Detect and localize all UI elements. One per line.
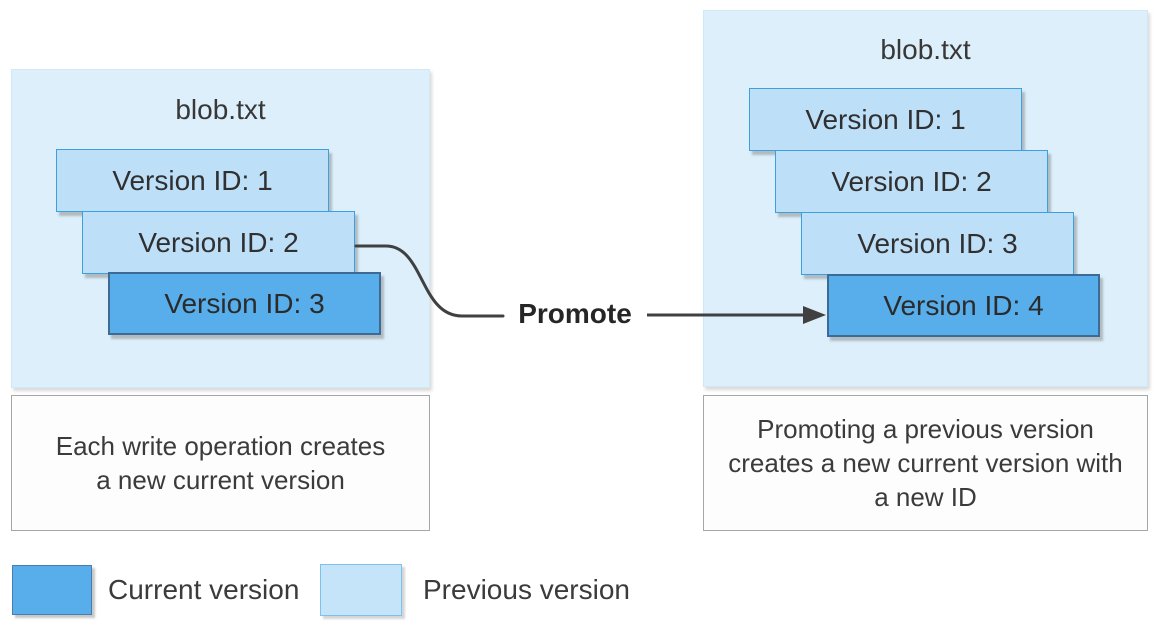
legend-current-version-label: Current version	[108, 574, 300, 605]
left-version-box-2: Version ID: 2	[82, 211, 355, 274]
promote-label: Promote	[518, 298, 632, 329]
version-label: Version ID: 2	[138, 227, 299, 258]
left-version-box-3-current: Version ID: 3	[108, 272, 381, 335]
right-version-box-1: Version ID: 1	[749, 88, 1022, 151]
left-caption-box: Each write operation creates a new curre…	[11, 395, 430, 531]
left-caption-text: Each write operation creates a new curre…	[55, 431, 386, 495]
right-version-box-4-current: Version ID: 4	[827, 274, 1100, 337]
right-version-box-2: Version ID: 2	[775, 150, 1048, 213]
version-label: Version ID: 3	[857, 228, 1018, 259]
version-label: Version ID: 3	[164, 288, 325, 319]
left-blob-title: blob.txt	[175, 94, 266, 125]
legend-previous-version-label: Previous version	[423, 574, 630, 605]
version-label: Version ID: 1	[112, 165, 273, 196]
right-caption-text: Promoting a previous version creates a n…	[728, 414, 1123, 512]
version-label: Version ID: 4	[883, 290, 1044, 321]
right-caption-box: Promoting a previous version creates a n…	[703, 395, 1148, 531]
version-label: Version ID: 1	[805, 104, 966, 135]
right-blob-title: blob.txt	[880, 34, 971, 65]
left-version-box-1: Version ID: 1	[56, 149, 329, 212]
legend-previous-version-swatch	[320, 564, 402, 616]
right-version-box-3: Version ID: 3	[801, 212, 1074, 275]
legend-current-version-swatch	[12, 565, 92, 615]
version-label: Version ID: 2	[831, 166, 992, 197]
